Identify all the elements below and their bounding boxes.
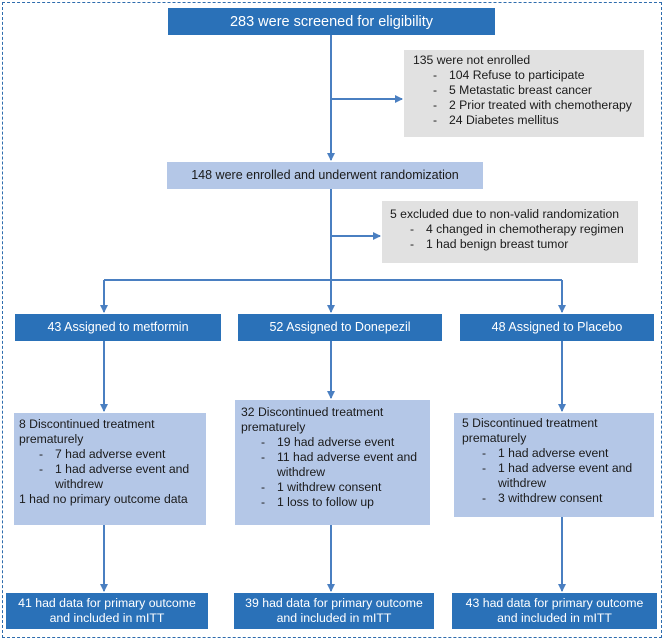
randomized-box: 148 were enrolled and underwent randomiz… (167, 162, 483, 189)
discontinued-title-cont: prematurely (462, 431, 527, 445)
excluded-reason: 1 had benign breast tumor (390, 237, 638, 252)
discontinued-title-cont: prematurely (241, 420, 306, 434)
assigned-donepezil-label: 52 Assigned to Donepezil (269, 320, 411, 334)
discontinued-reason: 1 withdrew consent (241, 480, 430, 495)
assigned-placebo-label: 48 Assigned to Placebo (491, 320, 623, 334)
assigned-metformin-label: 43 Assigned to metformin (47, 320, 189, 334)
discontinued-metformin-box: 8 Discontinued treatment prematurely 7 h… (14, 413, 206, 525)
discontinued-title: 32 Discontinued treatment (241, 405, 384, 419)
not-enrolled-reason: 2 Prior treated with chemotherapy (413, 98, 644, 113)
not-enrolled-box: 135 were not enrolled 104 Refuse to part… (404, 50, 644, 137)
discontinued-reason-cont: withdrew (277, 465, 326, 479)
outcome-line-2: and included in mITT (276, 611, 392, 625)
randomized-label: 148 were enrolled and underwent randomiz… (191, 168, 459, 182)
outcome-line-2: and included in mITT (49, 611, 165, 625)
discontinued-reason: 19 had adverse event (241, 435, 430, 450)
discontinued-placebo-box: 5 Discontinued treatment prematurely 1 h… (454, 413, 654, 517)
discontinued-reason-cont: withdrew (498, 476, 547, 490)
assigned-placebo-box: 48 Assigned to Placebo (460, 314, 654, 341)
assigned-donepezil-box: 52 Assigned to Donepezil (238, 314, 442, 341)
not-enrolled-reason: 104 Refuse to participate (413, 68, 644, 83)
screened-label: 283 were screened for eligibility (229, 13, 434, 30)
outcome-line-1: 43 had data for primary outcome (465, 596, 644, 610)
not-enrolled-reason: 5 Metastatic breast cancer (413, 83, 644, 98)
discontinued-note: 1 had no primary outcome data (19, 492, 188, 506)
outcome-line-2: and included in mITT (497, 611, 612, 625)
discontinued-reason: 1 had adverse event and (462, 461, 654, 476)
outcome-donepezil-box: 39 had data for primary outcome and incl… (234, 593, 434, 629)
outcome-metformin-box: 41 had data for primary outcome and incl… (6, 593, 208, 629)
outcome-placebo-box: 43 had data for primary outcome and incl… (452, 593, 657, 629)
excluded-reason: 4 changed in chemotherapy regimen (390, 222, 638, 237)
screened-box: 283 were screened for eligibility (168, 8, 495, 35)
discontinued-reason-cont: withdrew (55, 477, 104, 491)
outcome-line-1: 41 had data for primary outcome (18, 596, 196, 610)
discontinued-reason: 3 withdrew consent (462, 491, 654, 506)
discontinued-title: 5 Discontinued treatment (462, 416, 598, 430)
outcome-line-1: 39 had data for primary outcome (245, 596, 423, 610)
assigned-metformin-box: 43 Assigned to metformin (15, 314, 221, 341)
outer-dashed-frame (2, 2, 662, 638)
discontinued-reason: 1 loss to follow up (241, 495, 430, 510)
not-enrolled-title: 135 were not enrolled (413, 53, 531, 67)
discontinued-reason: 7 had adverse event (19, 447, 206, 462)
discontinued-title: 8 Discontinued treatment (19, 417, 155, 431)
excluded-box: 5 excluded due to non-valid randomizatio… (382, 201, 638, 263)
discontinued-title-cont: prematurely (19, 432, 84, 446)
not-enrolled-reason: 24 Diabetes mellitus (413, 113, 644, 128)
discontinued-reason: 1 had adverse event (462, 446, 654, 461)
discontinued-donepezil-box: 32 Discontinued treatment prematurely 19… (235, 400, 430, 525)
discontinued-reason: 1 had adverse event and (19, 462, 206, 477)
discontinued-reason: 11 had adverse event and (241, 450, 430, 465)
excluded-title: 5 excluded due to non-valid randomizatio… (390, 207, 620, 221)
